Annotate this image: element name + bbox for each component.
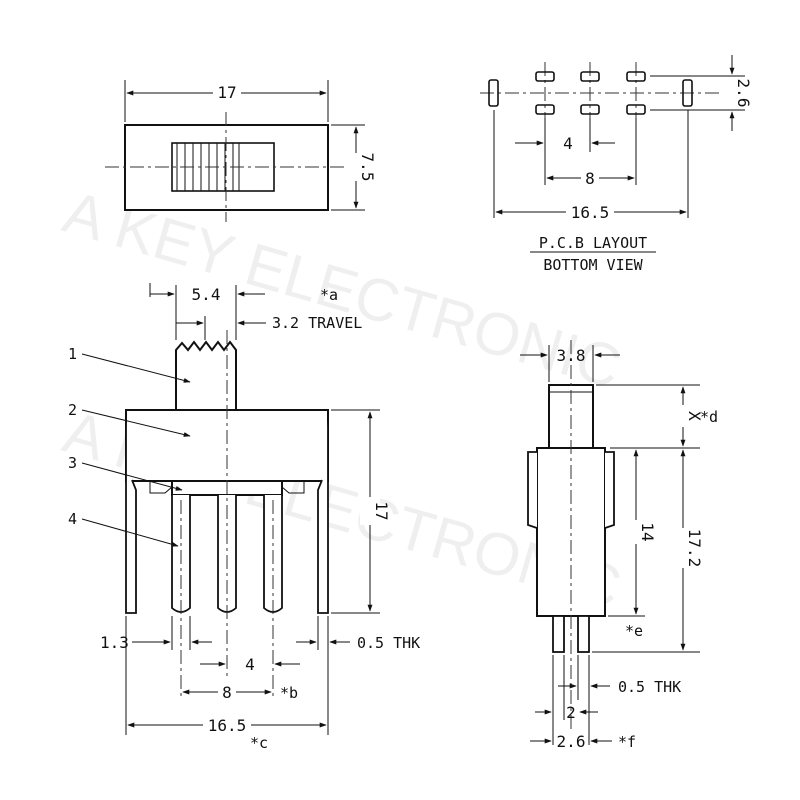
pcb-pads: [488, 71, 693, 115]
side-actuator-height-dimension: X: [685, 411, 704, 421]
front-height-dimension: 17: [372, 501, 391, 520]
front-mount-leg-left: [125, 416, 137, 614]
side-note-f: *f: [618, 733, 636, 751]
front-mount-leg-right: [317, 416, 329, 614]
front-actuator: [175, 340, 237, 410]
side-note-e: *e: [625, 622, 643, 640]
front-travel-dimension: 3.2 TRAVEL: [272, 314, 362, 332]
side-pin-width-dimension: 2: [566, 703, 576, 722]
pcb-small-pitch-dimension: 4: [563, 134, 573, 153]
front-pin-small-pitch-dimension: 4: [245, 655, 255, 674]
pcb-pad: [580, 71, 600, 82]
side-clip-right: [604, 451, 615, 529]
pcb-pad-spacing-dimension: 2.6: [734, 79, 753, 108]
pcb-layout: 2.6 4 8 16.5 P.C.B LAYOUT BOTTOM VIEW: [480, 55, 753, 274]
front-housing: [125, 409, 329, 482]
callout-3: 3: [68, 454, 77, 472]
front-note-b: *b: [280, 684, 298, 702]
pcb-overall-dimension: 16.5: [571, 203, 610, 222]
front-lead-offset-dimension: 1.3: [100, 633, 129, 652]
side-total-height-dimension: 17.2: [685, 529, 704, 568]
callout-1: 1: [68, 345, 77, 363]
pcb-pad: [626, 71, 646, 82]
front-overall-dimension: 16.5: [208, 716, 247, 735]
side-clip-left: [527, 451, 538, 529]
top-view: 17 7.5: [105, 80, 377, 222]
side-pin: [577, 615, 590, 653]
pcb-pad-mount-right: [682, 79, 693, 107]
front-view: 5.4 *a 3.2 TRAVEL 1 2 3 4 17 1.3 0.5: [68, 283, 420, 752]
side-pin: [552, 615, 565, 653]
pcb-bottom-view-title: BOTTOM VIEW: [543, 256, 643, 274]
pcb-pad-mount-left: [488, 79, 499, 107]
front-pin-large-pitch-dimension: 8: [222, 683, 232, 702]
pcb-large-pitch-dimension: 8: [585, 169, 595, 188]
pcb-pad: [626, 104, 646, 115]
front-note-a: *a: [320, 286, 338, 304]
pcb-layout-title: P.C.B LAYOUT: [539, 234, 647, 252]
front-thickness-note: 0.5 THK: [357, 634, 420, 652]
side-pin-span-dimension: 2.6: [557, 732, 586, 751]
top-height-dimension: 7.5: [358, 153, 377, 182]
side-thickness-note: 0.5 THK: [618, 678, 681, 696]
front-actuator-width-dimension: 5.4: [192, 285, 221, 304]
pcb-pad: [580, 104, 600, 115]
side-body-height-dimension: 14: [638, 522, 657, 541]
pcb-pad: [535, 104, 555, 115]
side-view: 3.8 X *d 14 *e 17.2 0.5 THK 2: [520, 340, 718, 751]
front-note-c: *c: [250, 734, 268, 752]
callout-4: 4: [68, 510, 77, 528]
callout-2: 2: [68, 401, 77, 419]
top-width-dimension: 17: [217, 83, 236, 102]
side-note-d: *d: [700, 408, 718, 426]
pcb-pad: [535, 71, 555, 82]
side-actuator-width-dimension: 3.8: [557, 346, 586, 365]
